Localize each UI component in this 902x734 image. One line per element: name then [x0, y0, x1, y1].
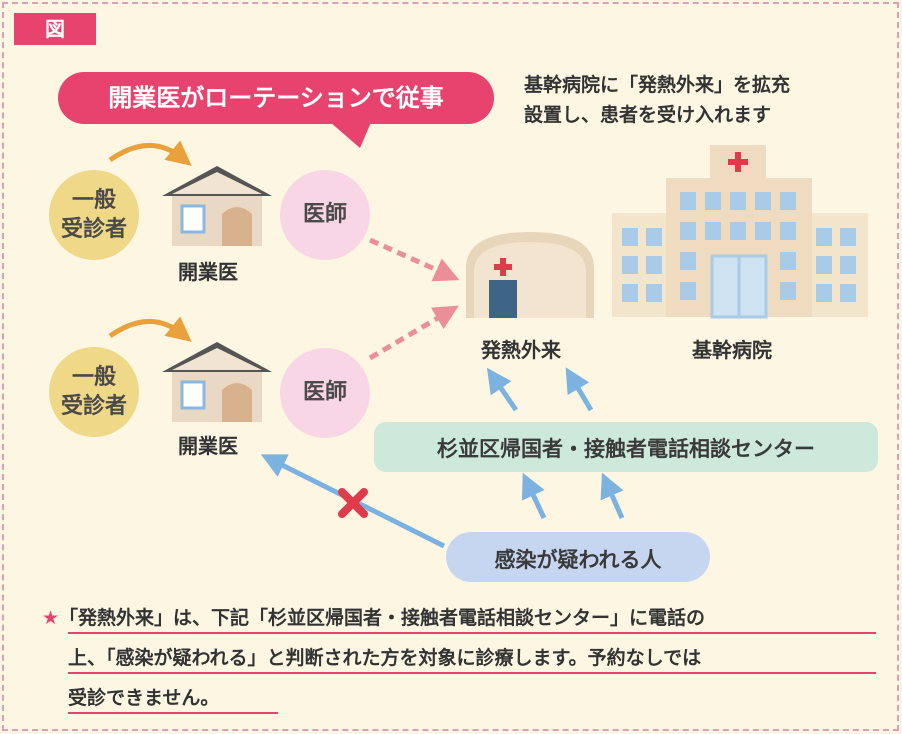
suspect-pill: [446, 532, 710, 582]
cross-icon: [338, 488, 368, 518]
note-line-2: 上、「感染が疑われる」と判断された方を対象に診療します。予約なしでは: [68, 647, 702, 669]
fever-outpatient-label: 発熱外来: [481, 338, 561, 362]
banner-text: 開業医がローテーションで従事: [108, 84, 444, 112]
patient-label-2-line2: 受診者: [60, 394, 127, 419]
orange-arrow-2: [108, 316, 192, 342]
intro-line-1: 基幹病院に「発熱外来」を拡充: [524, 74, 791, 96]
note-block: ★「発熱外来」は、下記「杉並区帰国者・接触者電話相談センター」に電話の 上、「感…: [42, 598, 705, 718]
consult-center-label: 杉並区帰国者・接触者電話相談センター: [437, 437, 815, 461]
figure-tag: 図: [14, 13, 96, 45]
clinic-house-2: [162, 342, 272, 422]
patient-label-2: 一般 受診者: [49, 363, 139, 421]
core-hospital-label: 基幹病院: [692, 338, 772, 362]
intro-text: 基幹病院に「発熱外来」を拡充 設置し、患者を受け入れます: [524, 70, 790, 130]
clinic-house-1: [162, 166, 272, 246]
patient-circle-2: [49, 347, 139, 437]
pink-arrow-2: [368, 305, 459, 361]
note-line-1: ★「発熱外来」は、下記「杉並区帰国者・接触者電話相談センター」に電話の: [42, 598, 705, 638]
blue-arrow-a: [486, 367, 519, 412]
star-icon: ★: [42, 607, 60, 629]
patient-label-1: 一般 受診者: [49, 186, 139, 244]
hospital-building-icon: [612, 145, 868, 319]
blue-arrow-b: [565, 367, 594, 412]
note-underlines: [68, 632, 876, 714]
clinic-label-1: 開業医: [178, 260, 238, 284]
doctor-circle-1: [280, 170, 370, 260]
blue-arrow-d: [600, 472, 625, 520]
suspected-person-label: 感染が疑われる人: [494, 548, 662, 572]
fever-tent-icon: [466, 232, 594, 318]
doctor-label-2: 医師: [302, 380, 347, 405]
consult-center-box: [374, 422, 878, 472]
patient-label-1-line2: 受診者: [60, 217, 127, 242]
doctor-label-1: 医師: [302, 202, 347, 227]
doctor-circle-2: [280, 348, 370, 438]
note-line-1-text: 「発熱外来」は、下記「杉並区帰国者・接触者電話相談センター」に電話の: [59, 607, 706, 629]
patient-label-1-line1: 一般: [71, 188, 116, 213]
patient-circle-1: [49, 170, 139, 260]
pink-arrow-1: [368, 237, 460, 282]
orange-arrow-1: [108, 140, 192, 166]
banner-bubble: [58, 72, 494, 148]
patient-label-2-line1: 一般: [71, 365, 116, 390]
intro-line-2: 設置し、患者を受け入れます: [524, 104, 772, 126]
clinic-label-2: 開業医: [178, 434, 238, 458]
note-line-3: 受診できません。: [68, 687, 220, 709]
blue-arrow-c: [522, 472, 547, 520]
